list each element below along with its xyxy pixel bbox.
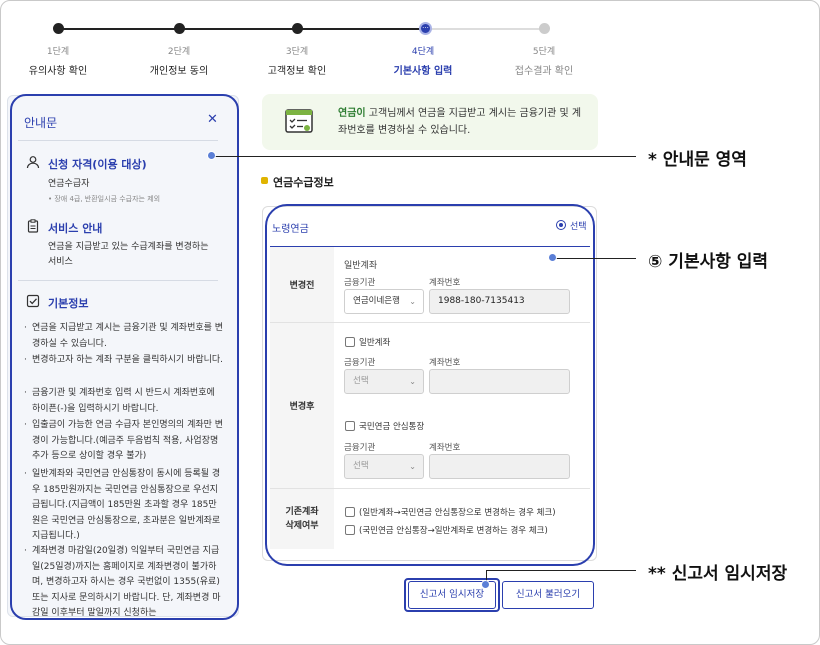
delete-option-1-label: (일반계좌→국민연금 안심통장으로 변경하는 경우 체크): [359, 508, 556, 518]
list-item: 연금을 지급받고 계시는 금융기관 및 계좌번호를 변경하실 수 있습니다.: [24, 321, 224, 352]
section-heading: 연금수급정보: [273, 176, 334, 189]
account-input-before[interactable]: 1988-180-7135413: [429, 289, 570, 314]
list-item: 계좌변경 마감일(20일경) 익일부터 국민연금 지급일(25일경)까지는 홈페…: [24, 544, 224, 616]
bank-select-general[interactable]: 선택⌄: [344, 369, 424, 394]
service-text: 연금을 지급받고 있는 수급계좌를 변경하는 서비스: [48, 242, 209, 267]
list-item: 금융기관 및 계좌번호 입력 시 반드시 계좌번호에 하이픈(-)을 입력하시기…: [24, 386, 224, 417]
divider: [270, 488, 590, 489]
step-1-dot: [53, 23, 64, 34]
annotation-guide: * 안내문 영역: [648, 150, 747, 170]
guide-title: 안내문: [24, 116, 58, 130]
pension-radio[interactable]: [556, 220, 566, 230]
section-title-eligibility: 신청 자격(이용 대상): [48, 158, 147, 171]
annotation-dot: [207, 151, 216, 160]
eligibility-text: 연금수급자: [48, 179, 90, 189]
row-label-before: 변경전: [270, 247, 334, 322]
general-account-checkbox[interactable]: [345, 337, 355, 347]
divider: [270, 246, 590, 247]
step-2-dot: [174, 23, 185, 34]
step-5-dot: [539, 23, 550, 34]
annotation-save: ** 신고서 임시저장: [648, 564, 788, 584]
bank-select-before[interactable]: 연금이네은행⌄: [344, 289, 424, 314]
bank-label: 금융기관: [344, 443, 376, 453]
guide-panel: 안내문 ✕ 신청 자격(이용 대상) 연금수급자 • 장애 4급, 반환일시금 …: [7, 95, 239, 617]
annotation-line: [553, 258, 636, 259]
account-type-label: 일반계좌: [344, 261, 378, 271]
info-banner: 연금이 고객님께서 연금을 지급받고 계시는 금융기관 및 계좌번호를 변경하실…: [262, 94, 598, 150]
list-item: 변경하고자 하는 계좌 구분을 클릭하시기 바랍니다.: [24, 353, 224, 369]
divider: [270, 322, 590, 323]
divider: [18, 280, 218, 281]
eligibility-note: • 장애 4급, 반환일시금 수급자는 제외: [48, 195, 161, 203]
annotation-line: [212, 156, 636, 157]
annotation-form: ⑤ 기본사항 입력: [648, 252, 769, 272]
bullet-icon: [261, 177, 268, 184]
stepper-line-done: [58, 28, 426, 30]
document-icon: [27, 219, 39, 233]
list-item: 입출금이 가능한 연금 수급자 본인명의의 계좌만 변경이 가능합니다.(예금주…: [24, 418, 224, 465]
annotation-dot: [481, 580, 490, 589]
section-title-service: 서비스 안내: [48, 222, 103, 235]
bank-select-safe[interactable]: 선택⌄: [344, 454, 424, 479]
checklist-icon: [285, 109, 313, 133]
account-label: 계좌번호: [429, 358, 461, 368]
bank-label: 금융기관: [344, 358, 376, 368]
step-3-dot: [292, 23, 303, 34]
checkbox-icon: [26, 294, 40, 308]
safe-account-checkbox[interactable]: [345, 421, 355, 431]
section-title-basic: 기본정보: [48, 297, 89, 310]
delete-option-2-checkbox[interactable]: [345, 525, 355, 535]
general-account-label: 일반계좌: [359, 338, 391, 348]
step-4-dot: ···: [419, 22, 432, 35]
delete-option-2-label: (국민연금 안심통장→일반계좌로 변경하는 경우 체크): [359, 526, 548, 536]
row-label-after: 변경후: [270, 323, 334, 488]
divider: [18, 140, 218, 141]
annotation-line: [486, 570, 487, 584]
annotation-line: [486, 570, 636, 571]
bank-label: 금융기관: [344, 278, 376, 288]
load-draft-button[interactable]: 신고서 불러오기: [502, 581, 594, 609]
safe-account-label: 국민연금 안심통장: [359, 422, 425, 432]
delete-option-1-checkbox[interactable]: [345, 507, 355, 517]
chevron-down-icon: ⌄: [409, 377, 416, 386]
list-item: 일반계좌와 국민연금 안심통장이 동시에 등록될 경우 185만원까지는 국민연…: [24, 467, 224, 545]
account-input-general[interactable]: [429, 369, 570, 394]
pension-type-label: 노령연금: [272, 224, 309, 235]
chevron-down-icon: ⌄: [409, 297, 416, 306]
annotation-dot: [548, 253, 557, 262]
account-input-safe[interactable]: [429, 454, 570, 479]
radio-label: 선택: [570, 222, 587, 232]
account-label: 계좌번호: [429, 443, 461, 453]
person-icon: [26, 156, 40, 169]
stepper-line-todo: [426, 28, 544, 30]
close-icon[interactable]: ✕: [207, 112, 218, 127]
account-label: 계좌번호: [429, 278, 461, 288]
banner-text: 연금이 고객님께서 연금을 지급받고 계시는 금융기관 및 계좌번호를 변경하실…: [338, 108, 582, 136]
chevron-down-icon: ⌄: [409, 462, 416, 471]
